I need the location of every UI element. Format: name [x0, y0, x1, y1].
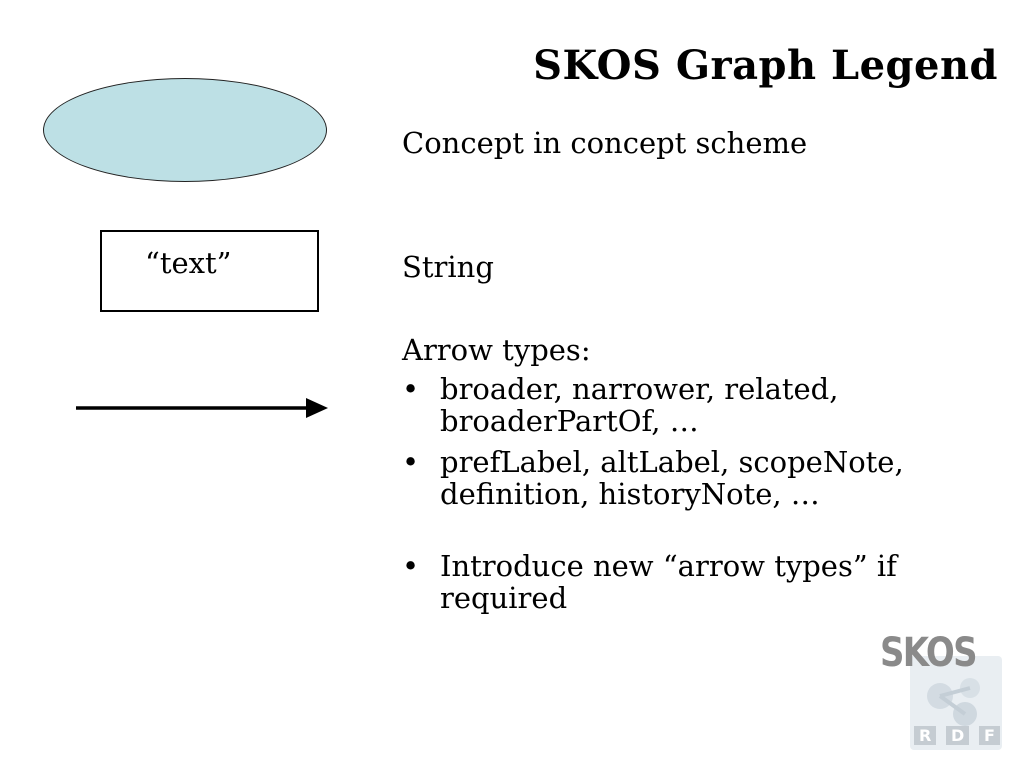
arrow-types-list: • broader, narrower, related, broaderPar…	[402, 373, 942, 623]
skos-logo-text: SKOS	[880, 630, 978, 676]
string-box-text: “text”	[145, 246, 232, 280]
rdf-letter: F	[979, 726, 1000, 745]
skos-logo-graphic	[927, 678, 980, 726]
string-box-shape: “text”	[100, 230, 319, 312]
concept-ellipse-shape	[43, 78, 327, 182]
bullet-text: prefLabel, altLabel, scopeNote, definiti…	[440, 445, 904, 511]
bullet-text: Introduce new “arrow types” if required	[440, 549, 897, 615]
arrow-head	[306, 398, 328, 418]
arrow-shape	[76, 398, 328, 418]
string-label: String	[402, 250, 494, 284]
list-item: • Introduce new “arrow types” if require…	[402, 550, 942, 614]
concept-label: Concept in concept scheme	[402, 126, 808, 160]
slide-title: SKOS Graph Legend	[533, 42, 998, 89]
skos-logo: SKOS R D F	[874, 630, 1004, 754]
rdf-letter: R	[914, 726, 937, 745]
bullet-icon: •	[402, 445, 420, 479]
arrow-types-heading: Arrow types:	[402, 333, 591, 367]
rdf-letter: D	[946, 726, 970, 745]
bullet-icon: •	[402, 372, 420, 406]
bullet-icon: •	[402, 549, 420, 583]
list-item: • prefLabel, altLabel, scopeNote, defini…	[402, 446, 942, 510]
skos-logo-rdf: R D F	[914, 726, 1000, 745]
list-item: • broader, narrower, related, broaderPar…	[402, 373, 942, 437]
bullet-text: broader, narrower, related, broaderPartO…	[440, 372, 839, 438]
